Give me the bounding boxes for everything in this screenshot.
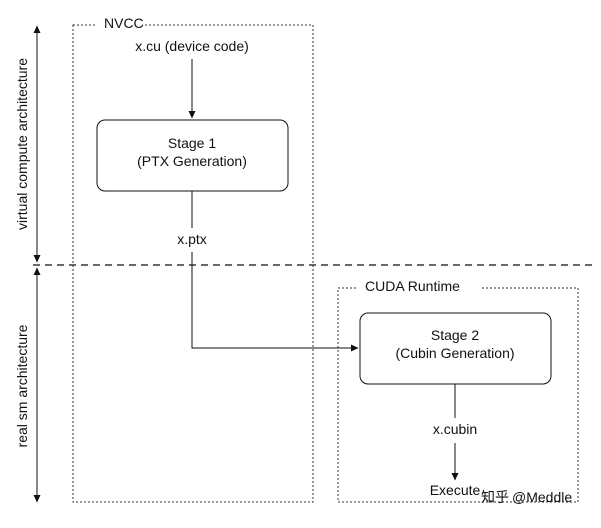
- watermark-brand: 知乎: [481, 489, 509, 505]
- stage1-title: Stage 1: [168, 135, 216, 151]
- stage2-subtitle: (Cubin Generation): [395, 345, 514, 361]
- cuda-runtime-label: CUDA Runtime: [365, 278, 460, 294]
- stage2-title: Stage 2: [431, 327, 479, 343]
- watermark-handle: @Meddle: [512, 489, 572, 505]
- stage1-subtitle: (PTX Generation): [137, 153, 247, 169]
- ptx-to-stage2-arrow: [191, 252, 359, 352]
- real-arch-label: real sm architecture: [14, 324, 30, 447]
- virtual-arch-label: virtual compute architecture: [14, 58, 30, 230]
- watermark: 知乎 @Meddle: [481, 489, 572, 505]
- nvcc-label: NVCC: [104, 15, 144, 31]
- input-file-label: x.cu (device code): [135, 38, 249, 54]
- nvcc-region: [72, 24, 314, 503]
- cubin-file-label: x.cubin: [433, 421, 477, 437]
- execute-label: Execute: [430, 482, 481, 498]
- ptx-file-label: x.ptx: [177, 231, 207, 247]
